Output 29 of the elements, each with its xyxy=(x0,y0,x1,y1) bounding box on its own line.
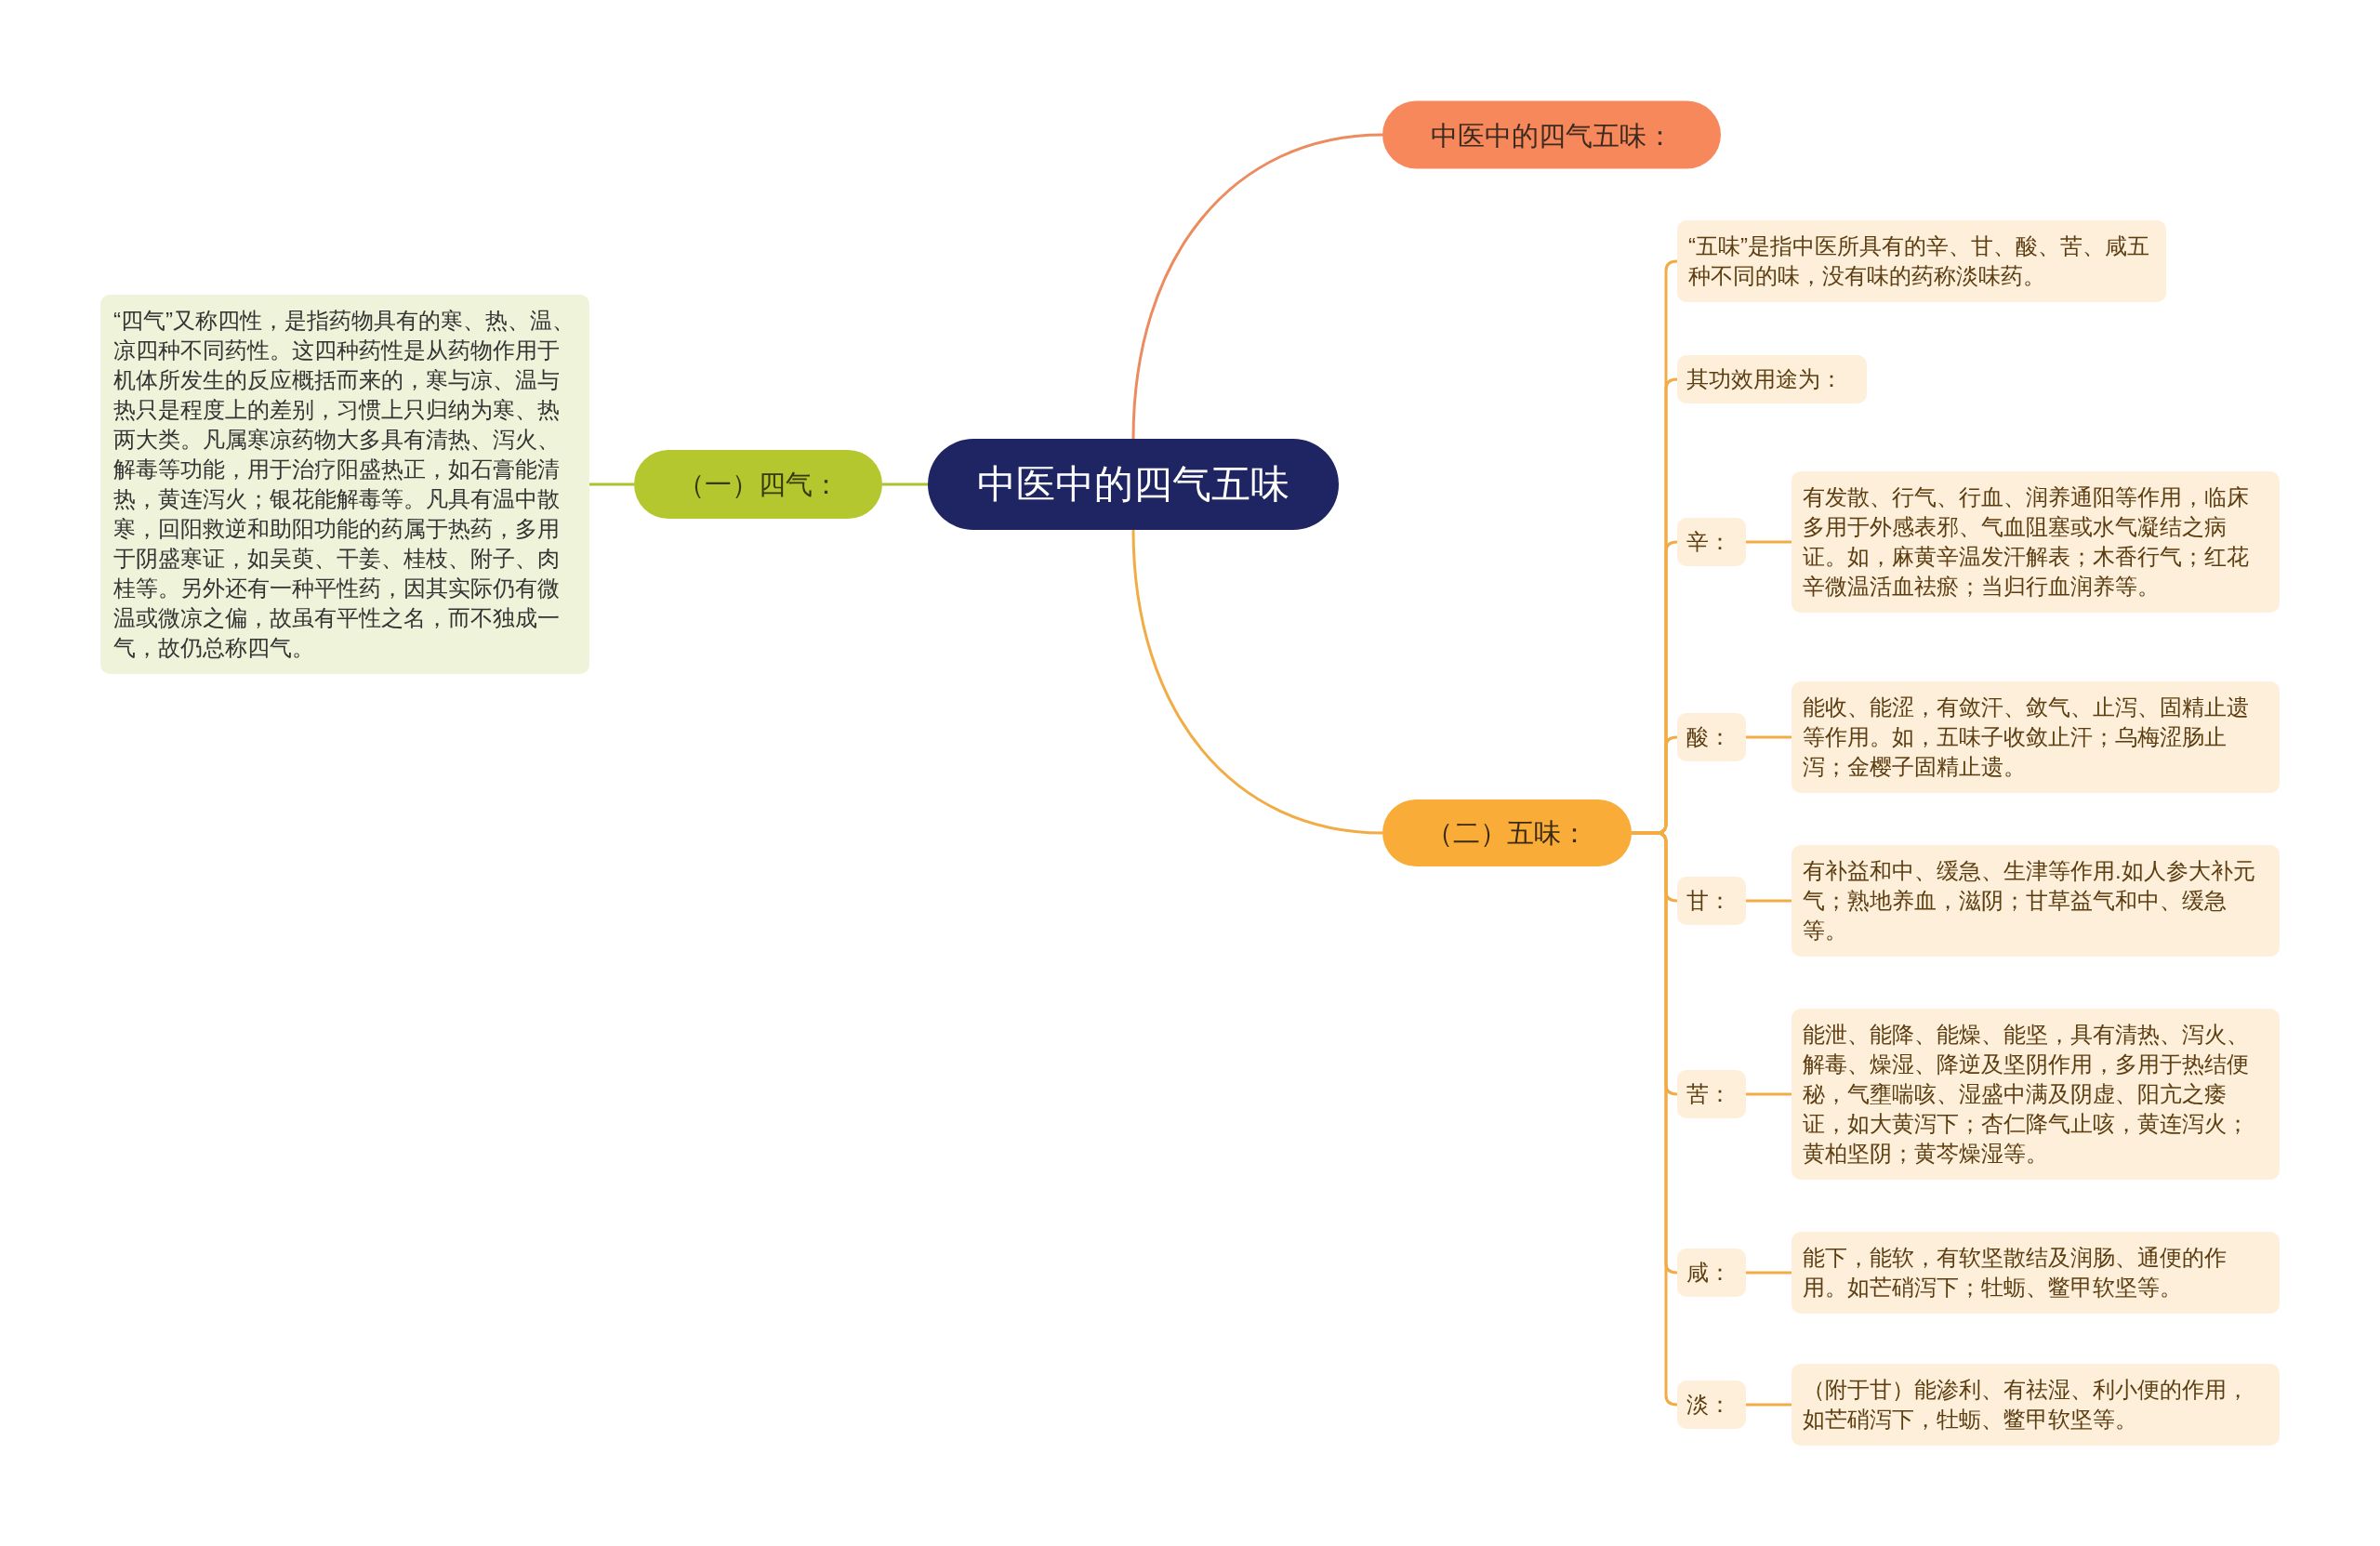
connector-line xyxy=(1131,529,1383,835)
note-card: 有补益和中、缓急、生津等作用.如人参大补元气；熟地养血，滋阴；甘草益气和中、缓急等。 xyxy=(1792,845,2280,957)
heading-topic: 中医中的四气五味： xyxy=(1382,100,1721,169)
label-tag: 甘： xyxy=(1677,877,1746,925)
branch-topic: （一）四气： xyxy=(634,450,882,519)
label-tag: 酸： xyxy=(1677,713,1746,761)
branch-topic: （二）五味： xyxy=(1382,799,1632,866)
note-card: 能收、能涩，有敛汗、敛气、止泻、固精止遗等作用。如，五味子收敛止汗；乌梅涩肠止泻；金樱子固精止遗。 xyxy=(1792,681,2280,793)
connector-line xyxy=(1746,540,1792,544)
connector-line xyxy=(589,482,634,486)
label-tag: 咸： xyxy=(1677,1249,1746,1297)
connector-line xyxy=(1746,735,1792,739)
connector-line xyxy=(1131,133,1383,440)
note-card: 有发散、行气、行血、润养通阳等作用，临床多用于外感表邪、气血阻塞或水气凝结之病证。如，麻黄辛温发汗解表；木香行气；红花辛微温活血祛瘀；当归行血润养等。 xyxy=(1792,471,2280,613)
note-card: 能泄、能降、能燥、能坚，具有清热、泻火、解毒、燥湿、降逆及坚阴作用，多用于热结便秘，气壅喘咳、湿盛中满及阴虚、阳亢之痿证，如大黄泻下；杏仁降气止咳，黄连泻火；黄柏坚阴；黄芩燥湿等。 xyxy=(1792,1009,2280,1180)
note-card: “四气”又称四性，是指药物具有的寒、热、温、凉四种不同药性。这四种药性是从药物作用于机体所发生的反应概括而来的，寒与凉、温与热只是程度上的差别，习惯上只归纳为寒、热两大类。凡属寒凉药物大多具有清热、泻火、解毒等功能，用于治疗阳盛热正，如石膏能清热，黄连泻火；银花能解毒等。凡具有温中散寒，回阳救逆和助阳功能的药属于热药，多用于阴盛寒证，如吴萸、干姜、桂枝、附子、肉桂等。另外还有一种平性药，因其实际仍有微温或微凉之偏，故虽有平性之名，而不独成一气，故仍总称四气。 xyxy=(100,295,589,674)
connector-line xyxy=(882,482,928,486)
connector-line xyxy=(1746,1271,1792,1275)
note-card: 能下，能软，有软坚散结及润肠、通便的作用。如芒硝泻下；牡蛎、鳖甲软坚等。 xyxy=(1792,1232,2280,1314)
label-tag: 苦： xyxy=(1677,1070,1746,1118)
label-tag: 辛： xyxy=(1677,518,1746,566)
note-card: （附于甘）能渗利、有祛湿、利小便的作用，如芒硝泻下，牡蛎、鳖甲软坚等。 xyxy=(1792,1364,2280,1446)
label-tag: 其功效用途为： xyxy=(1677,355,1867,403)
connector-line xyxy=(1746,1092,1792,1096)
connector-line xyxy=(1746,1403,1792,1407)
note-card: “五味”是指中医所具有的辛、甘、酸、苦、咸五种不同的味，没有味的药称淡味药。 xyxy=(1677,220,2166,302)
central-topic: 中医中的四气五味 xyxy=(928,439,1339,530)
label-tag: 淡： xyxy=(1677,1381,1746,1429)
connector-line xyxy=(1746,899,1792,903)
